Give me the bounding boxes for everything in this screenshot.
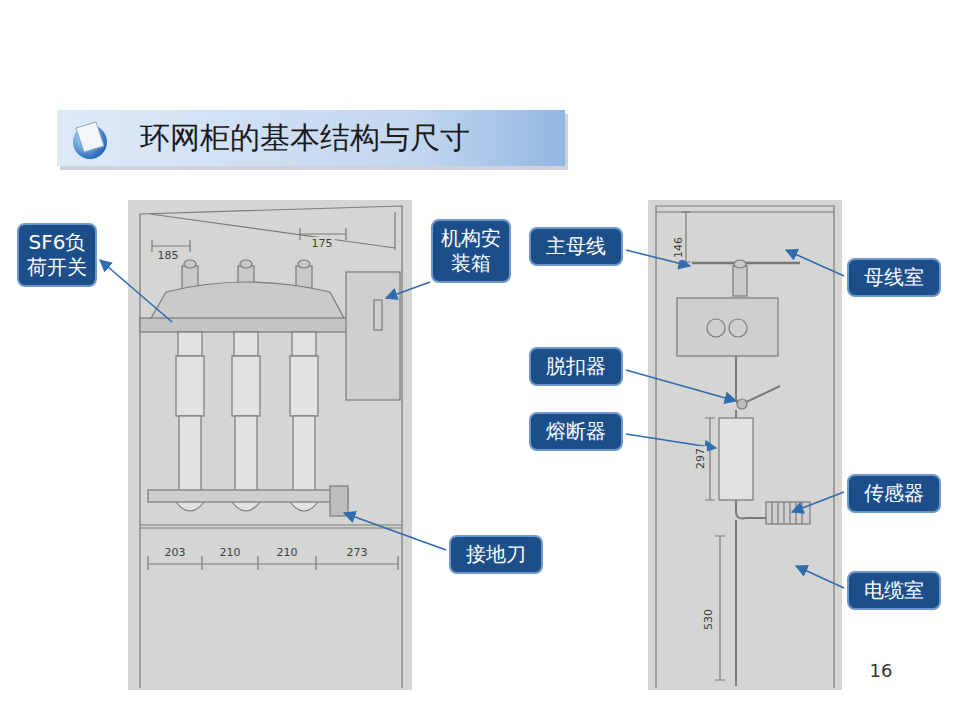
mechanism-slot — [374, 300, 382, 330]
leader-arrow — [100, 260, 172, 322]
leader-arrow — [626, 370, 736, 401]
callout-box: 传感器 — [847, 474, 941, 513]
conductor — [736, 500, 768, 518]
leader-arrow — [796, 566, 844, 588]
cabinet-outline — [656, 206, 834, 688]
dimension-label: 530 — [701, 608, 714, 633]
callout-label: 传感器 — [864, 481, 924, 506]
insulator-cap — [184, 260, 196, 268]
fuse — [719, 418, 753, 500]
leader-arrow — [386, 282, 430, 298]
left-cabinet-drawing — [128, 200, 412, 690]
fuse-upper — [290, 356, 318, 416]
fuse-tubes — [176, 332, 318, 511]
cabinet-top — [150, 212, 395, 250]
dimension-label: 146 — [671, 236, 684, 261]
coil-turns — [772, 502, 802, 524]
dimension-label: 210 — [218, 546, 243, 559]
callout-label: 主母线 — [546, 234, 606, 259]
dimension-line — [715, 536, 725, 680]
leader-arrow — [792, 492, 844, 512]
earthing-bar — [148, 490, 348, 502]
sf6-tank — [150, 282, 345, 320]
insulator — [733, 266, 747, 296]
photo-ground — [128, 200, 412, 690]
band — [57, 110, 565, 166]
fuse-base — [290, 502, 318, 511]
connector — [292, 332, 316, 356]
cabinet-outline — [140, 206, 402, 688]
connector — [234, 332, 258, 356]
callout-box: 接地刀 — [449, 535, 543, 574]
fuse-lower — [293, 416, 315, 492]
connector — [178, 332, 202, 356]
dimension-label: 297 — [693, 447, 706, 472]
cable — [735, 520, 737, 686]
fuse-base — [176, 502, 204, 511]
document-icon — [76, 122, 104, 152]
callout-label: 熔断器 — [546, 419, 606, 444]
dimension-label: 203 — [163, 546, 188, 559]
callout-box: 母线室 — [847, 258, 941, 297]
callout-label: SF6负荷开关 — [26, 230, 88, 280]
callout-label: 机构安装箱 — [440, 226, 502, 276]
insulator-cap — [298, 260, 310, 268]
callout-box: 电缆室 — [847, 571, 941, 610]
callout-label: 接地刀 — [466, 542, 526, 567]
dimension-label: 210 — [275, 546, 300, 559]
slide-title: 环网柜的基本结构与尺寸 — [140, 120, 470, 156]
plate-hole — [729, 319, 747, 337]
dimension-label: 175 — [310, 237, 335, 250]
fuse-base — [232, 502, 260, 511]
floor-plate — [140, 525, 402, 528]
photo-ground — [648, 200, 842, 690]
callout-box: SF6负荷开关 — [17, 223, 97, 287]
sensor-coil — [766, 502, 810, 524]
title-band — [57, 110, 568, 170]
fuse-upper — [232, 356, 260, 416]
conductor — [735, 410, 737, 418]
page-number: 16 — [868, 660, 895, 682]
insulator-cap — [240, 260, 252, 268]
fuse-lower — [235, 416, 257, 492]
callout-label: 电缆室 — [864, 578, 924, 603]
earthing-switch — [330, 486, 348, 516]
conductor — [736, 356, 780, 404]
dimension-label: 185 — [156, 249, 181, 262]
right-cabinet-drawing — [648, 200, 842, 690]
callout-label: 脱扣器 — [546, 354, 606, 379]
leader-arrows — [100, 250, 844, 588]
tank-flange — [140, 318, 350, 332]
fuse-upper — [176, 356, 204, 416]
fuse-lower — [179, 416, 201, 492]
callout-box: 主母线 — [529, 227, 623, 266]
leader-arrow — [344, 513, 446, 550]
callout-label: 母线室 — [864, 265, 924, 290]
plate-hole — [707, 319, 725, 337]
leader-arrow — [786, 250, 844, 276]
mechanism-box — [346, 272, 400, 400]
trip-device — [737, 399, 747, 409]
insulator-cap — [734, 260, 746, 268]
callout-box: 机构安装箱 — [431, 219, 511, 283]
dimension-label: 273 — [345, 546, 370, 559]
mounting-plate — [677, 298, 778, 356]
callout-box: 熔断器 — [529, 412, 623, 451]
callout-box: 脱扣器 — [529, 347, 623, 386]
